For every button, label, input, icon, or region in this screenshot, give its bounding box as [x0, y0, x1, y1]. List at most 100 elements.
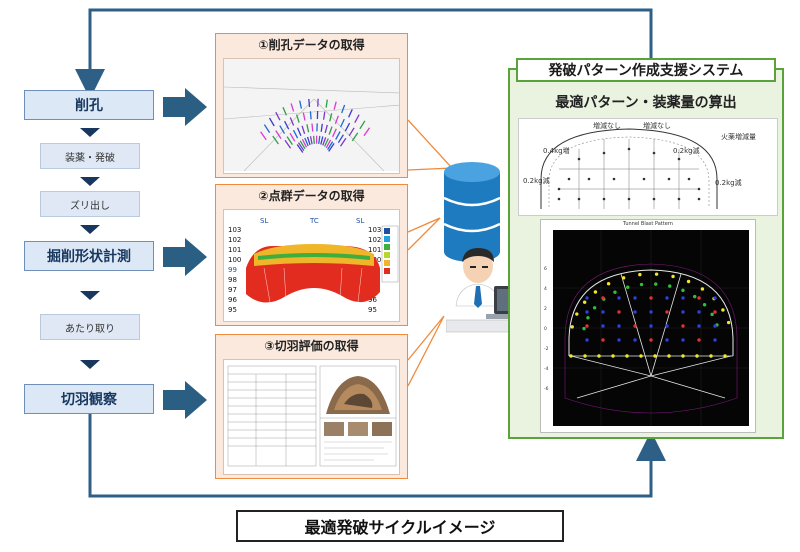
blast-hole: [700, 287, 705, 291]
pattern-hole: [697, 187, 701, 191]
blast-hole: [726, 320, 731, 325]
blast-hole: [583, 354, 587, 358]
blast-hole: [633, 310, 637, 314]
drill-data-image: [223, 58, 400, 174]
pc-label-sl-right: SL: [356, 217, 364, 225]
pattern-hole: [652, 151, 656, 155]
blast-hole: [721, 308, 725, 312]
pc-left-tick: 96: [228, 296, 237, 304]
panel-drill-title: ①削孔データの取得: [258, 37, 365, 52]
drill-hole: [344, 122, 351, 132]
drill-hole: [286, 136, 293, 145]
blast-hole: [681, 310, 685, 314]
step-scaling: あたり取り: [40, 314, 140, 340]
cycle-top-line: [75, 8, 653, 99]
pattern-hole: [697, 197, 701, 201]
blast-hole: [649, 310, 653, 314]
drill-hole: [282, 107, 287, 116]
step-profile-measure: 掘削形状計測: [24, 241, 154, 271]
blast-hole: [665, 324, 669, 328]
blast-hole: [582, 326, 586, 331]
pattern-hole: [667, 177, 671, 181]
pattern-label-4: 0.2kg減: [523, 176, 550, 185]
pattern-label-1: 増減なし: [593, 121, 621, 130]
blast-hole: [653, 354, 657, 358]
blast-hole: [709, 354, 713, 358]
face-eval-doc: [224, 360, 399, 472]
pattern-label-5: 0.2kg減: [673, 146, 700, 155]
drill-hole: [328, 126, 333, 135]
drill-hole: [348, 127, 355, 137]
blast-hole: [697, 338, 701, 342]
pattern-label-2: 増減なし: [643, 121, 671, 130]
blast-hole: [702, 303, 707, 307]
drill-hole: [329, 113, 333, 122]
down-arrow-2: [80, 177, 100, 186]
pattern-hole: [642, 177, 646, 181]
blast-hole: [617, 310, 621, 314]
blast-hole: [601, 296, 605, 300]
blast-hole: [695, 354, 699, 358]
drill-hole: [284, 139, 292, 149]
drill-hole: [340, 118, 345, 128]
step-face-observation: 切羽観察: [24, 384, 154, 414]
drill-hole: [263, 124, 271, 133]
plot-y-tick: -6: [544, 386, 549, 392]
drill-hole: [308, 98, 311, 108]
pattern-hole: [677, 157, 681, 161]
plot-y-tick: -4: [544, 366, 549, 372]
drill-hole: [289, 132, 296, 142]
pc-left-tick: 100: [228, 256, 241, 264]
drill-hole: [309, 111, 312, 120]
blast-hole: [681, 324, 685, 328]
pc-right-tick: 103: [368, 226, 381, 234]
step-charging: 装薬・発破: [40, 143, 140, 169]
pattern-hole: [677, 197, 681, 201]
drill-hole: [320, 123, 323, 132]
pc-left-tick: 102: [228, 236, 241, 244]
blast-hole: [613, 290, 617, 294]
blast-hole: [713, 296, 717, 300]
pattern-hole: [602, 197, 606, 201]
blast-hole: [639, 282, 644, 287]
blast-hole: [586, 316, 590, 320]
blast-hole: [585, 324, 589, 328]
pc-left-tick: 103: [228, 226, 241, 234]
blast-hole: [697, 296, 701, 300]
pattern-hole: [577, 157, 581, 161]
blast-hole: [639, 354, 643, 358]
plot-y-tick: 6: [544, 266, 547, 272]
panel-face-eval: ③切羽評価の取得: [215, 334, 408, 479]
drill-hole: [354, 114, 360, 124]
blast-hole: [649, 296, 653, 300]
blast-hole: [582, 300, 587, 304]
blast-hole: [667, 354, 671, 358]
drill-hole: [275, 130, 282, 139]
blast-hole: [575, 312, 579, 316]
down-arrow-4: [80, 291, 100, 300]
pc-left-tick: 101: [228, 246, 241, 254]
blast-hole: [625, 354, 629, 358]
blast-hole: [649, 338, 653, 342]
drill-hole: [299, 140, 306, 150]
drill-hole: [268, 117, 275, 127]
drill-hole: [296, 144, 304, 153]
drill-hole: [272, 135, 279, 145]
down-arrow-5: [80, 360, 100, 369]
pc-left-tick: 98: [228, 276, 237, 284]
drill-hole: [279, 125, 286, 134]
blast-hole: [633, 338, 637, 342]
pattern-hole: [627, 197, 631, 201]
pc-right-tick: 102: [368, 236, 381, 244]
blast-hole: [638, 272, 642, 277]
blast-hole: [569, 354, 573, 358]
drill-hole: [306, 124, 310, 133]
blast-hole: [681, 354, 685, 358]
blast-hole: [570, 325, 574, 329]
pc-right-tick: 96: [368, 296, 377, 304]
drill-hole: [296, 127, 302, 136]
blast-hole: [597, 354, 601, 358]
blast-hole: [665, 296, 669, 300]
blast-hole: [697, 324, 701, 328]
